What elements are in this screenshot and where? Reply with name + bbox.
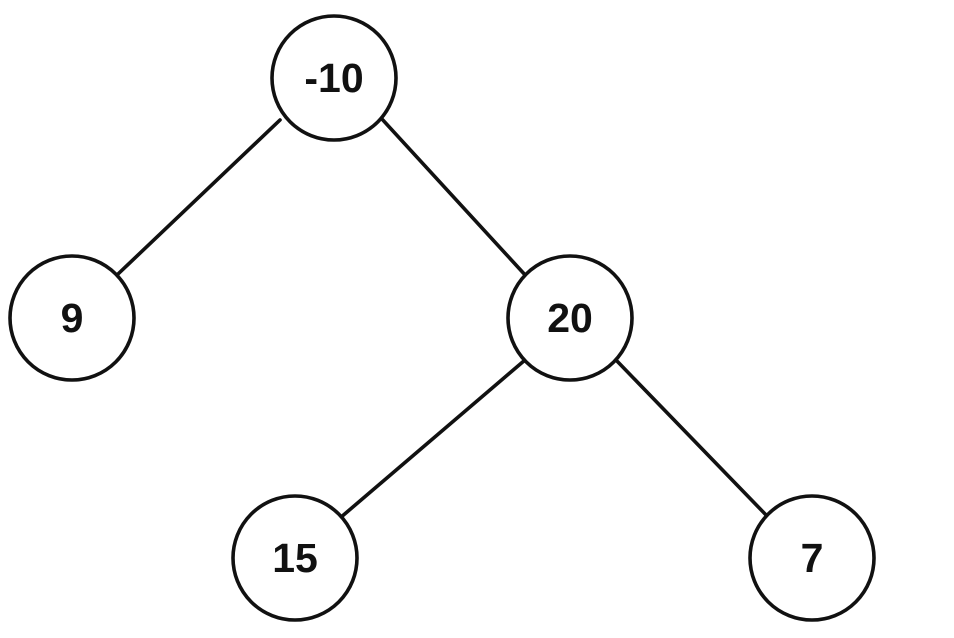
node-left[interactable]: 9 [8, 254, 136, 382]
node-circle-left[interactable] [8, 254, 136, 382]
edge-root-to-9 [115, 118, 282, 277]
node-circle-right[interactable] [506, 254, 634, 382]
node-label-right-left: 15 [272, 535, 318, 581]
node-root[interactable]: -10 [270, 14, 398, 142]
node-label-root: -10 [304, 55, 363, 101]
node-circle-right-right[interactable] [748, 494, 876, 622]
node-circle-right-left[interactable] [231, 494, 359, 622]
node-label-right: 20 [547, 295, 593, 341]
node-right[interactable]: 20 [506, 254, 634, 382]
node-circle-root[interactable] [270, 14, 398, 142]
node-right-right[interactable]: 7 [748, 494, 876, 622]
edge-20-to-15 [338, 358, 527, 520]
edge-group [115, 116, 770, 520]
edge-root-to-20 [379, 116, 529, 279]
edge-20-to-7 [614, 358, 770, 519]
node-right-left[interactable]: 15 [231, 494, 359, 622]
node-label-right-right: 7 [801, 535, 824, 581]
node-label-left: 9 [61, 295, 84, 341]
